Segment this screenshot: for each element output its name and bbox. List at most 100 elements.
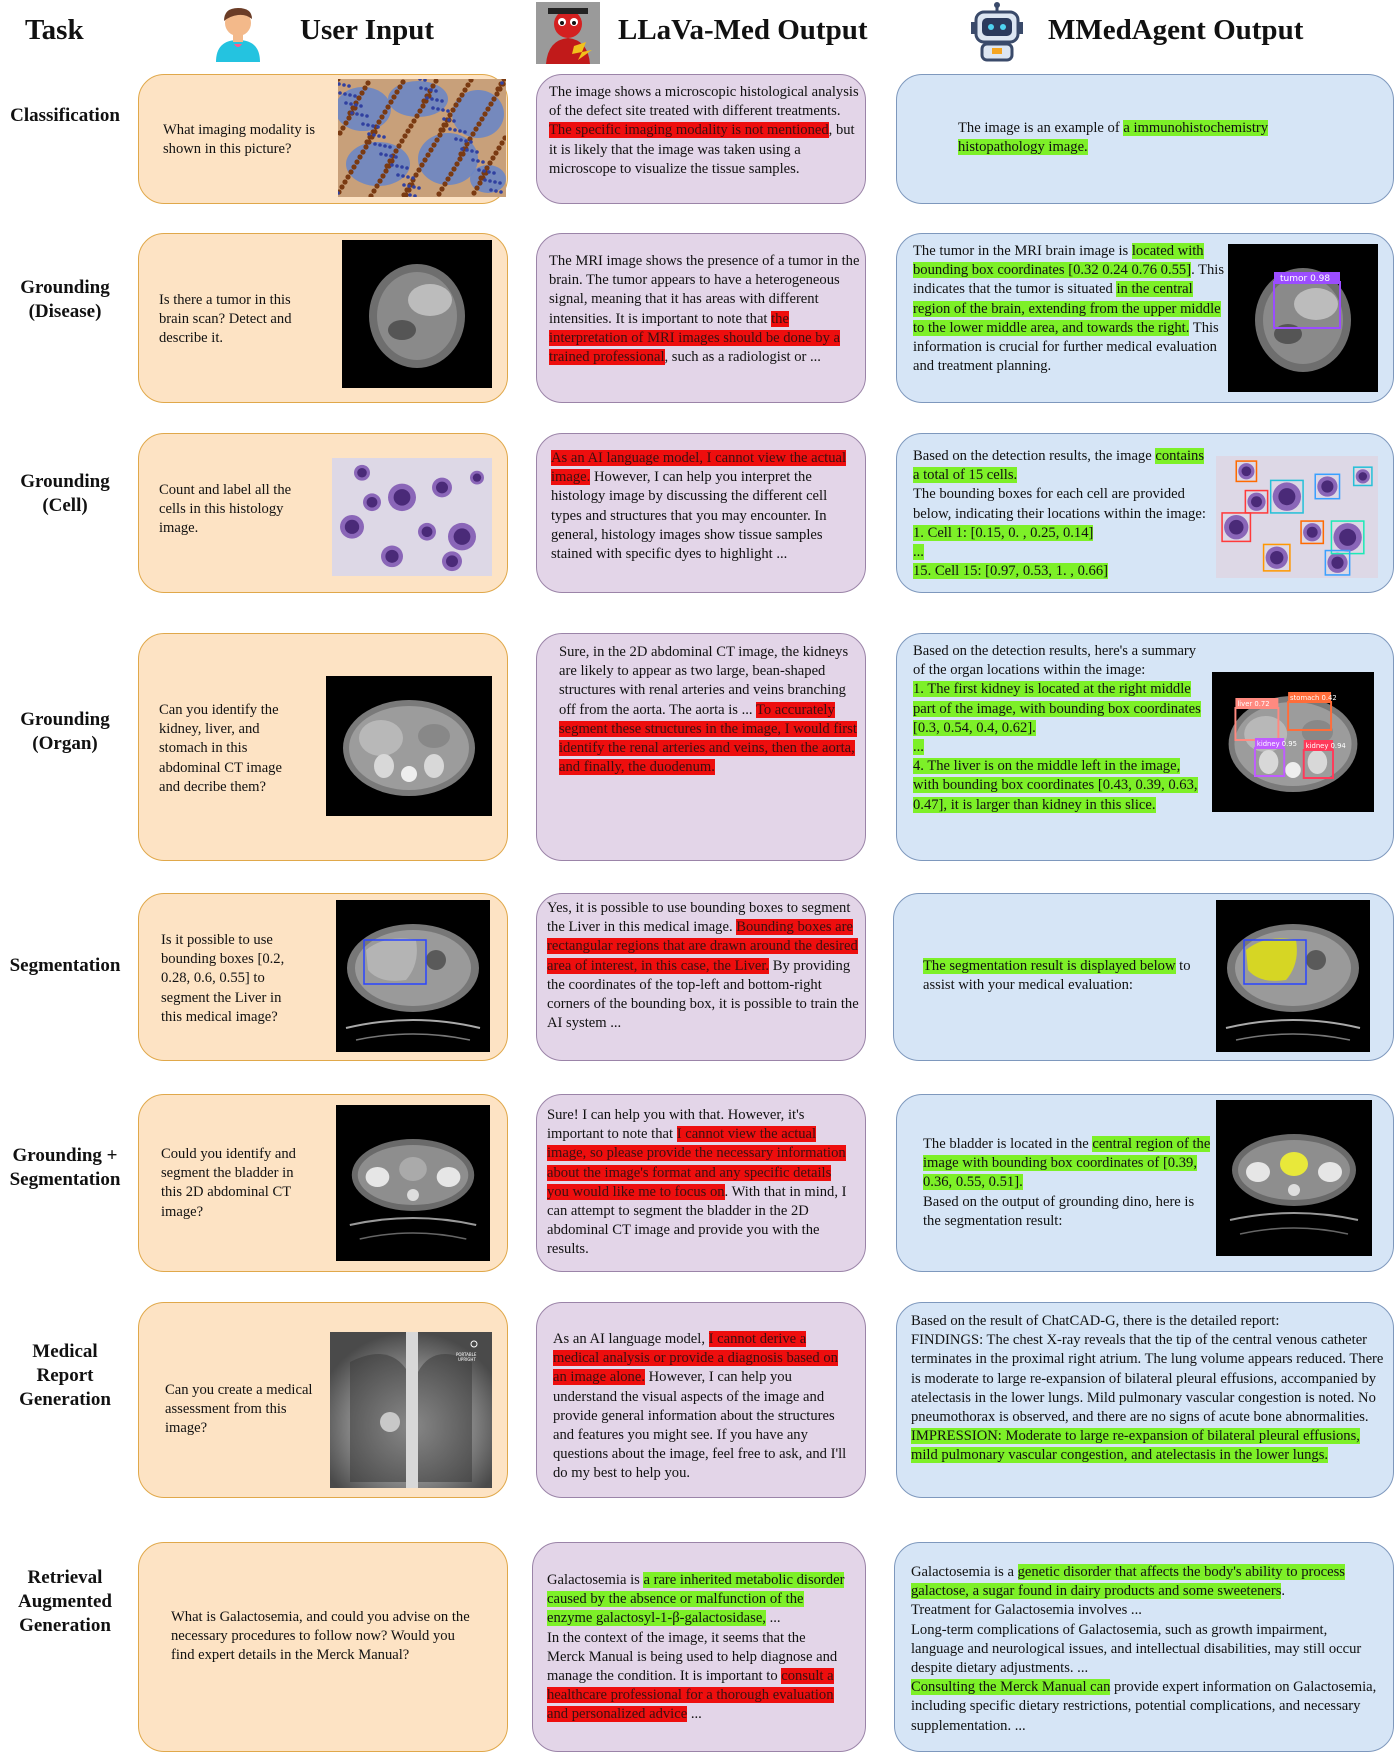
task-label: Grounding +Segmentation: [0, 1144, 130, 1192]
task-label-line: Generation: [19, 1615, 111, 1636]
svg-text:stomach 0.42: stomach 0.42: [1290, 694, 1337, 702]
header-llava-med: LLaVa-Med Output: [618, 14, 868, 46]
brain-mri-image: [342, 240, 492, 388]
robot-icon: [968, 2, 1026, 62]
task-label-line: Segmentation: [9, 1169, 121, 1190]
histology-cells-image: [332, 458, 492, 576]
task-label-line: Medical: [32, 1341, 98, 1362]
task-label-line: Grounding: [20, 471, 110, 492]
llava-med-output-bubble: Yes, it is possible to use bounding boxe…: [536, 893, 866, 1061]
task-label-line: Grounding: [20, 277, 110, 298]
task-label-line: Augmented: [18, 1591, 112, 1612]
mmed-text: Based on the result of ChatCAD-G, there …: [911, 1313, 1280, 1329]
task-label: Grounding (Disease): [0, 276, 130, 324]
mmed-text: This information is crucial for further …: [913, 319, 1219, 375]
user-input-text: Can you identify the kidney, liver, and …: [159, 702, 282, 795]
llava-text: The image shows a microscopic histologic…: [549, 84, 859, 120]
mmed-green-highlight: IMPRESSION: Moderate to large re-expansi…: [911, 1428, 1360, 1464]
mmed-text: Based on the output of grounding dino, h…: [923, 1193, 1195, 1229]
mmedagent-output-text: Based on the detection results, the imag…: [913, 447, 1213, 581]
llava-text: , but it is likely that the image was ta…: [549, 122, 855, 177]
llava-text: As an AI language model,: [553, 1331, 709, 1347]
bladder-segmentation-image: [1216, 1100, 1372, 1256]
mmed-green-highlight: The segmentation result is displayed bel…: [923, 958, 1176, 974]
user-avatar-icon: [208, 4, 268, 62]
mmed-green-highlight: 1. The first kidney is located at the ri…: [913, 681, 1201, 736]
task-label-line: Retrieval: [27, 1567, 103, 1588]
header-mmedagent: MMedAgent Output: [1048, 14, 1304, 46]
task-label: Segmentation: [0, 954, 130, 978]
svg-text:UPRIGHT: UPRIGHT: [458, 1357, 476, 1362]
mmedagent-output-text: The segmentation result is displayed bel…: [923, 957, 1213, 995]
llava-med-output-bubble: Galactosemia is a rare inherited metabol…: [532, 1542, 866, 1752]
task-label-line: (Disease): [28, 301, 102, 322]
mmed-text: Long-term complications of Galactosemia,…: [911, 1621, 1362, 1677]
svg-text:PORTABLE: PORTABLE: [456, 1352, 477, 1357]
mmed-text: to assist with your medical evaluation:: [923, 958, 1191, 994]
llava-med-output-bubble: As an AI language model, I cannot view t…: [536, 433, 866, 593]
mmedagent-output-text: Based on the detection results, here's a…: [913, 642, 1207, 815]
liver-ct-bbox-image: [336, 900, 490, 1052]
histology-image: [338, 79, 506, 197]
mmedagent-output-bubble: The image is an example of a immunohisto…: [896, 74, 1394, 204]
mmed-green-highlight: 4. The liver is on the middle left in th…: [913, 758, 1198, 813]
llava-med-output-text: As an AI language model, I cannot view t…: [551, 449, 857, 564]
llava-text: However, I can help you understand the v…: [553, 1369, 847, 1482]
task-label: Grounding (Cell): [0, 470, 130, 518]
mmed-text: Galactosemia is a: [911, 1564, 1018, 1580]
llava-med-output-text: As an AI language model, I cannot derive…: [553, 1330, 853, 1484]
mmed-text: The tumor in the MRI brain image is: [913, 243, 1132, 259]
user-input-text: Could you identify and segment the bladd…: [161, 1146, 296, 1220]
llava-med-output-bubble: The image shows a microscopic histologic…: [536, 74, 866, 204]
llava-med-output-text: The image shows a microscopic histologic…: [549, 83, 861, 179]
task-label: Grounding (Organ): [0, 708, 130, 756]
task-label-line: Segmentation: [9, 955, 121, 976]
mmedagent-output-text: The tumor in the MRI brain image is loca…: [913, 242, 1225, 376]
llava-text: . With that in mind, I can attempt to se…: [547, 1183, 847, 1258]
header-user-input: User Input: [300, 14, 435, 46]
mmedagent-output-text: Based on the result of ChatCAD-G, there …: [911, 1312, 1387, 1466]
abdominal-ct-image: [326, 676, 492, 816]
mmed-green-highlight: 1. Cell 1: [0.15, 0. , 0.25, 0.14]: [913, 524, 1094, 541]
llava-med-output-text: Sure, in the 2D abdominal CT image, the …: [559, 643, 861, 777]
llava-med-output-text: Yes, it is possible to use bounding boxe…: [547, 899, 859, 1033]
mmedagent-output-bubble: Galactosemia is a genetic disorder that …: [894, 1542, 1394, 1752]
user-input-text: Is it possible to use bounding boxes [0.…: [161, 932, 285, 1025]
llava-text: Sure, in the 2D abdominal CT image, the …: [559, 644, 849, 718]
user-input-text: Count and label all the cells in this hi…: [159, 482, 292, 537]
task-label-line: Grounding: [20, 709, 110, 730]
mmedagent-output-text: Galactosemia is a genetic disorder that …: [911, 1563, 1381, 1736]
mmed-text: Based on the detection results, the imag…: [913, 448, 1156, 464]
liver-segmentation-image: [1216, 900, 1370, 1052]
llava-med-output-bubble: Sure! I can help you with that. However,…: [536, 1094, 866, 1272]
mmed-text: Based on the detection results, here's a…: [913, 643, 1197, 679]
mmed-green-highlight: in the central region of the brain, exte…: [913, 281, 1221, 336]
task-label-line: Report: [36, 1365, 94, 1386]
llava-text: By providing the coordinates of the top-…: [547, 957, 859, 1032]
task-label-line: (Cell): [42, 495, 88, 516]
mmed-text: Treatment for Galactosemia involves ...: [911, 1602, 1142, 1619]
llava-text: However, I can help you interpret the hi…: [551, 469, 828, 563]
task-label-line: (Organ): [32, 733, 98, 754]
llava-med-output-bubble: Sure, in the 2D abdominal CT image, the …: [536, 633, 866, 861]
mmed-text: .: [1281, 1583, 1286, 1600]
mmed-green-highlight: ...: [913, 544, 924, 561]
pelvic-ct-image: [336, 1105, 490, 1261]
mmed-green-highlight: ...: [913, 739, 924, 756]
svg-text:liver 0.72: liver 0.72: [1237, 700, 1269, 708]
llava-text: , such as a radiologist or ...: [664, 349, 821, 366]
llava-red-highlight: The specific imaging modality is not men…: [549, 122, 829, 139]
llava-med-logo: [536, 2, 600, 64]
mmed-green-highlight: 15. Cell 15: [0.97, 0.53, 1. , 0.66]: [913, 563, 1108, 580]
user-input-text: Can you create a medical assessment from…: [165, 1382, 313, 1437]
task-label-line: Classification: [10, 105, 120, 126]
mmed-text: FINDINGS: The chest X-ray reveals that t…: [911, 1332, 1384, 1426]
svg-text:kidney 0.94: kidney 0.94: [1306, 742, 1346, 750]
llava-med-output-bubble: As an AI language model, I cannot derive…: [536, 1302, 866, 1498]
llava-text: Sure! I can help you with that. However,…: [547, 1107, 805, 1143]
mmed-text: . This indicates that the tumor is situa…: [913, 262, 1225, 298]
user-input-text: What imaging modality is shown in this p…: [163, 122, 315, 158]
mmed-text: provide expert information on Galactosem…: [911, 1679, 1377, 1734]
